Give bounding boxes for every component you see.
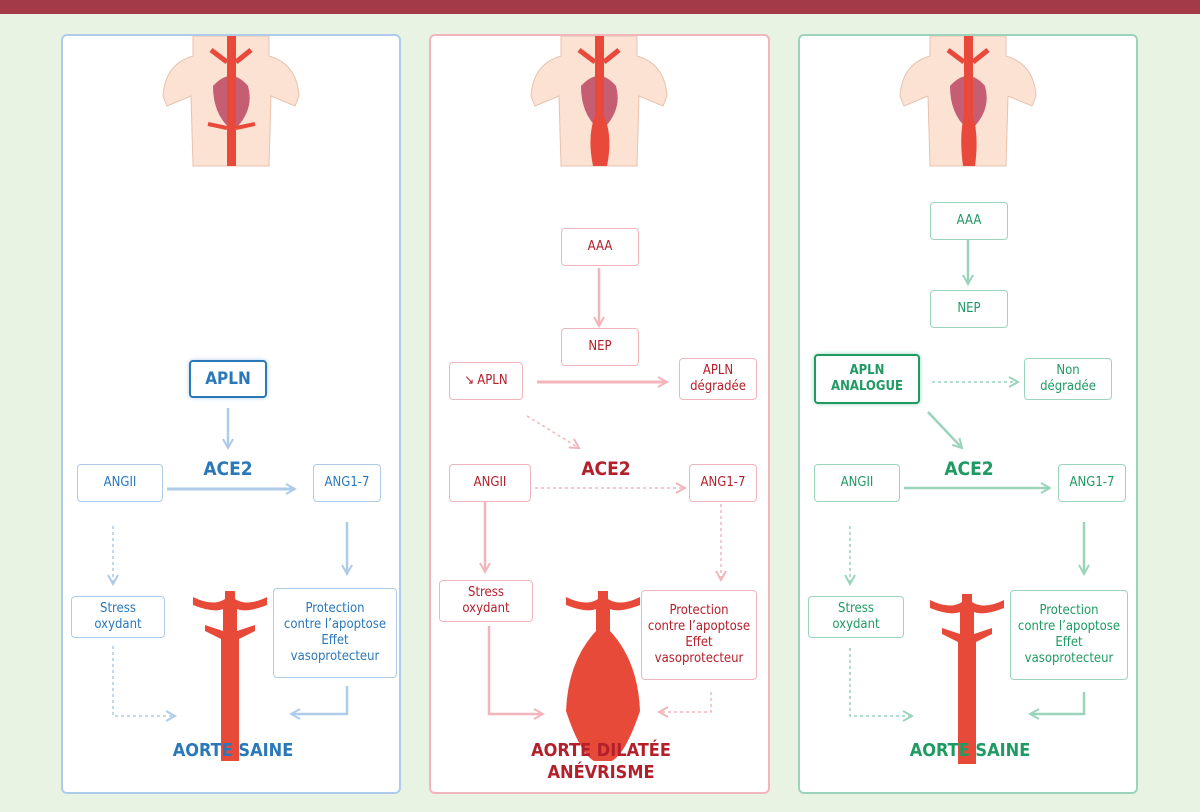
apln-degraded-node: APLN dégradée [679, 358, 757, 400]
stress-node: Stress oxydant [808, 596, 904, 638]
panel-treated-arrows [800, 36, 1140, 764]
protection-node: Protection contre l’apoptose Effet vasop… [641, 590, 757, 680]
aorta-illustration [193, 591, 267, 761]
aorta-illustration [930, 594, 1004, 764]
panel-treated-aorta: AAA NEP APLN ANALOGUE Non dégradée ACE2 … [798, 34, 1138, 794]
ace2-label: ACE2 [203, 458, 253, 480]
non-degraded-node: Non dégradée [1024, 358, 1112, 400]
angii-node: ANGII [814, 464, 900, 502]
ace2-label: ACE2 [581, 458, 631, 480]
panel-healthy-aorta: APLN ACE2 ANGII ANG1-7 Stress oxydant Pr… [61, 34, 401, 794]
panel-aneurysm: AAA NEP ↘ APLN APLN dégradée ACE2 ANGII … [429, 34, 770, 794]
apln-text: APLN [477, 373, 508, 388]
angii-node: ANGII [77, 464, 163, 502]
panel-title: AORTE SAINE [909, 740, 1031, 761]
protection-node: Protection contre l’apoptose Effet vasop… [1010, 590, 1128, 680]
ang17-node: ANG1-7 [689, 464, 757, 502]
ang17-node: ANG1-7 [313, 464, 381, 502]
ace2-label: ACE2 [944, 458, 994, 480]
torso-aorta-illustration [899, 36, 1037, 167]
apln-decreased-node: ↘ APLN [449, 362, 523, 400]
nep-node: NEP [930, 290, 1008, 328]
aorta-illustration [566, 591, 640, 761]
angii-node: ANGII [449, 464, 531, 502]
apln-node: APLN [189, 360, 267, 398]
nep-node: NEP [561, 328, 639, 366]
torso-aorta-illustration [162, 36, 300, 167]
ang17-node: ANG1-7 [1058, 464, 1126, 502]
stress-node: Stress oxydant [439, 580, 533, 622]
decrease-arrow-icon: ↘ [464, 373, 475, 388]
panel-title: AORTE DILATÉE ANÉVRISME [531, 740, 671, 783]
protection-node: Protection contre l’apoptose Effet vasop… [273, 588, 397, 678]
aaa-node: AAA [561, 228, 639, 266]
aaa-node: AAA [930, 202, 1008, 240]
stress-node: Stress oxydant [71, 596, 165, 638]
top-bar [0, 0, 1200, 14]
panel-title: AORTE SAINE [172, 740, 294, 761]
torso-aorta-illustration [530, 36, 668, 167]
apln-analogue-node: APLN ANALOGUE [814, 354, 920, 404]
panel-aneurysm-arrows [431, 36, 772, 761]
panel-healthy-arrows [63, 36, 403, 761]
